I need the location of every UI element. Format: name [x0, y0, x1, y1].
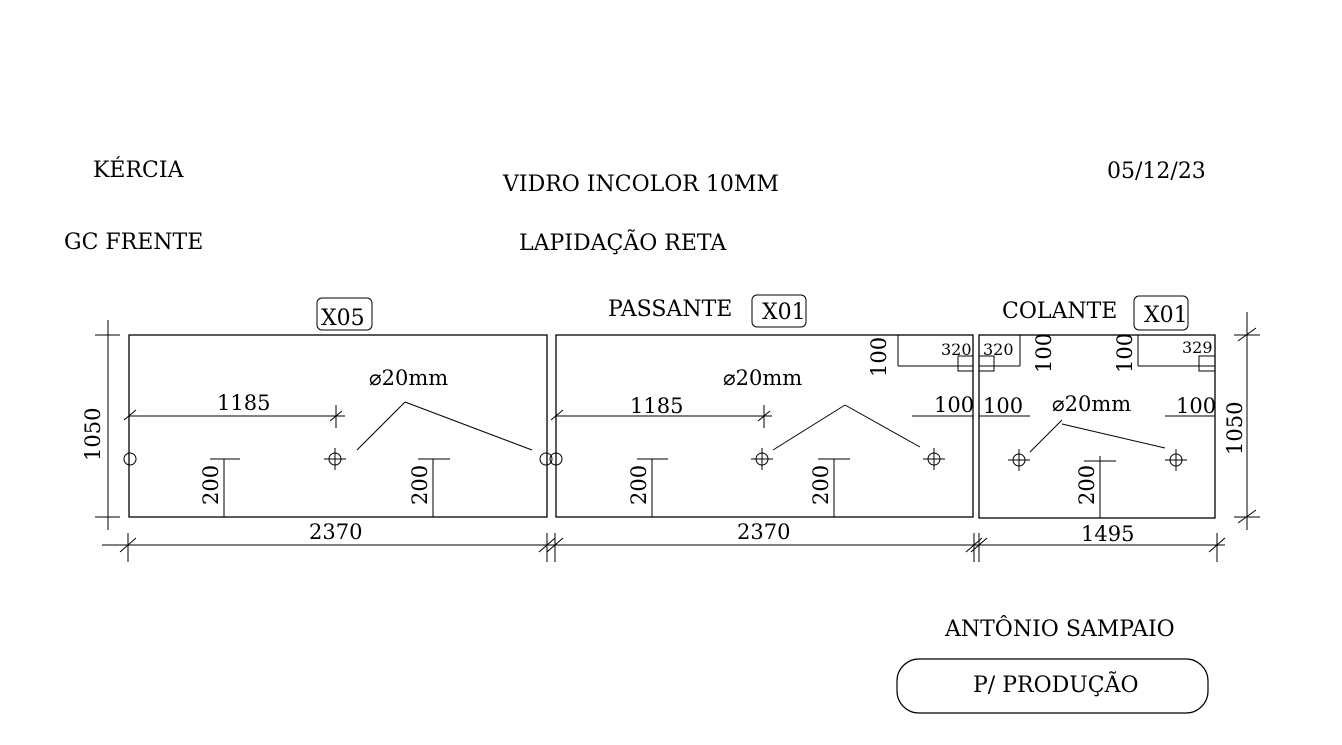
panel-1-outline	[128, 334, 548, 518]
panel-1-qty-box	[316, 297, 373, 331]
panel-3-qty-badge: X01	[1144, 303, 1188, 328]
panel-3: COLANTE X01 1050 1495 320 100 329 100 10…	[970, 295, 1260, 562]
panel-3-type-label: COLANTE	[1002, 299, 1117, 324]
panel-3-edge-offset-right: 100	[1176, 394, 1216, 418]
panel-2-edge-offset-right: 100	[934, 393, 974, 417]
panel-2: PASSANTE X01 2370 1185 ⌀20mm 200 200	[546, 294, 985, 562]
panel-1-hole-offset-dim: 1185	[217, 391, 270, 415]
panel-1-hole-height-right: 200	[408, 465, 432, 505]
panel-3-qty-box	[1133, 295, 1189, 331]
panel-3-notch-right-width: 329	[1182, 338, 1213, 357]
signature-name: ANTÔNIO SAMPAIO	[944, 615, 1175, 642]
production-stamp: P/ PRODUÇÃO	[973, 670, 1139, 698]
panel-2-hole-offset-dim: 1185	[630, 394, 683, 418]
panel-1-width-dim: 2370	[309, 520, 362, 544]
panel-3-notch-left-width: 320	[983, 340, 1014, 359]
panel-3-edge-offset-left: 100	[983, 394, 1023, 418]
panel-2-notch-width: 320	[941, 340, 972, 359]
panel-2-hole-height-left: 200	[627, 465, 651, 505]
panel-3-height-dim: 1050	[1223, 402, 1247, 455]
panel-1-qty-badge: X05	[321, 306, 365, 331]
panel-1-height-dim: 1050	[81, 408, 105, 461]
client-name: KÉRCIA	[93, 156, 185, 183]
panel-2-qty-badge: X01	[762, 300, 806, 325]
panel-2-hole-label: ⌀20mm	[723, 366, 802, 390]
panel-1-hole-height-left: 200	[199, 465, 223, 505]
panel-2-qty-box	[751, 294, 807, 328]
panel-2-notch-height: 100	[867, 337, 891, 377]
panel-3-hole-height: 200	[1075, 465, 1099, 505]
panel-2-width-dim: 2370	[737, 520, 790, 544]
panel-1-hole-label: ⌀20mm	[369, 366, 448, 390]
order-date: 05/12/23	[1107, 159, 1206, 184]
panel-3-notch-right-height: 100	[1113, 333, 1137, 373]
panel-3-notch-left-height: 100	[1032, 333, 1056, 373]
panel-2-hole-height-right: 200	[809, 465, 833, 505]
panel-2-type-label: PASSANTE	[608, 297, 732, 322]
panel-3-width-dim: 1495	[1081, 522, 1134, 546]
material-spec: VIDRO INCOLOR 10MM	[502, 172, 779, 197]
panel-3-hole-label: ⌀20mm	[1052, 392, 1131, 416]
finish-spec: LAPIDAÇÃO RETA	[519, 228, 727, 256]
panel-1: X05 1050 2370 1185 ⌀20mm 200	[81, 297, 560, 562]
production-stamp-box	[896, 658, 1209, 714]
location-label: GC FRENTE	[64, 230, 203, 255]
